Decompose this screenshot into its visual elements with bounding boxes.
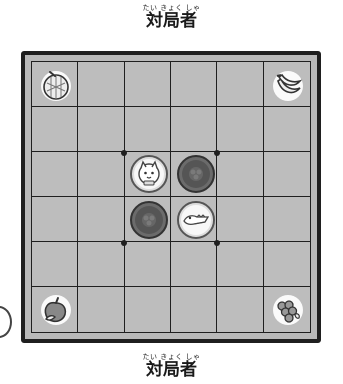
board-cell[interactable] [32,152,78,197]
opponent-label-top: たい きょく しゃ 対局者 [0,4,343,31]
black-piece-icon [179,157,213,191]
white-piece[interactable] [177,201,215,239]
board-cell[interactable] [264,242,310,287]
board-cell[interactable] [78,197,124,242]
board-cell[interactable] [217,107,263,152]
board-cell[interactable] [217,197,263,242]
game-board [31,61,311,333]
cat-icon [132,157,166,191]
board-cell[interactable] [217,152,263,197]
crocodile-icon [179,203,213,237]
board-cell[interactable] [171,287,217,332]
board-cell[interactable] [32,107,78,152]
black-piece[interactable] [130,201,168,239]
board-cell[interactable] [125,107,171,152]
game-board-frame [21,51,321,343]
black-piece-icon [132,203,166,237]
opponent-title-top: 対局者 [0,12,343,31]
black-piece[interactable] [177,155,215,193]
opponent-title-bottom: 対局者 [0,361,343,380]
board-cell[interactable] [125,287,171,332]
peach-icon [41,295,71,325]
opponent-label-bottom: たい きょく しゃ 対局者 [0,353,343,380]
board-cell[interactable] [78,242,124,287]
side-button-edge[interactable] [0,306,12,338]
board-cell[interactable] [171,62,217,107]
board-cell[interactable] [217,287,263,332]
board-cell[interactable] [171,242,217,287]
banana-icon [273,71,303,101]
board-cell[interactable] [32,242,78,287]
grapes-icon [273,295,303,325]
board-cell[interactable] [78,152,124,197]
star-point [121,240,127,246]
white-piece[interactable] [130,155,168,193]
star-point [121,150,127,156]
board-cell[interactable] [78,62,124,107]
board-cell[interactable] [217,62,263,107]
board-cell[interactable] [125,62,171,107]
board-cell[interactable] [78,107,124,152]
melon-icon [41,71,71,101]
board-cell[interactable] [32,197,78,242]
board-cell[interactable] [264,107,310,152]
star-point [214,150,220,156]
board-cell[interactable] [171,107,217,152]
board-cell[interactable] [264,197,310,242]
board-cell[interactable] [264,152,310,197]
star-point [214,240,220,246]
board-cell[interactable] [125,242,171,287]
board-cell[interactable] [217,242,263,287]
board-cell[interactable] [78,287,124,332]
